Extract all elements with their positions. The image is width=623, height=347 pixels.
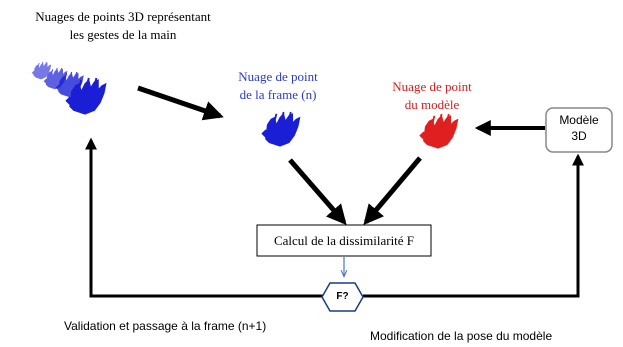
model-3d-label-line2: 3D xyxy=(571,129,587,143)
model-cloud-label-line2: du modèle xyxy=(404,97,460,112)
arrow-frame-to-calc xyxy=(288,158,347,226)
dissimilarity-box xyxy=(256,224,432,257)
decision-hexagon xyxy=(321,282,364,312)
hand-model-icon xyxy=(419,113,459,150)
point-clouds-title-line1: Nuages de points 3D représentant xyxy=(35,9,211,24)
model-cloud-label-line1: Nuage de point xyxy=(392,79,472,94)
arrow-model-to-calc xyxy=(363,156,422,226)
hand-frame-icon xyxy=(261,111,301,148)
frame-cloud-label-line1: Nuage de point xyxy=(238,69,318,84)
modification-label: Modification de la pose du modèle xyxy=(370,329,553,343)
validation-label: Validation et passage à la frame (n+1) xyxy=(64,319,267,333)
frame-cloud-label-line2: de la frame (n) xyxy=(239,87,317,102)
model-3d-label-line1: Modèle xyxy=(559,113,599,127)
dissimilarity-label: Calcul de la dissimilarité F xyxy=(273,233,415,248)
model-3d-box xyxy=(545,107,613,153)
arrow-clouds-to-frame xyxy=(137,85,224,121)
point-clouds-title-line2: les gestes de la main xyxy=(69,27,177,42)
loop-validation xyxy=(85,137,325,298)
decision-label: F? xyxy=(336,291,349,302)
hand-sequence-icon xyxy=(31,61,107,116)
loop-modification xyxy=(363,153,584,298)
